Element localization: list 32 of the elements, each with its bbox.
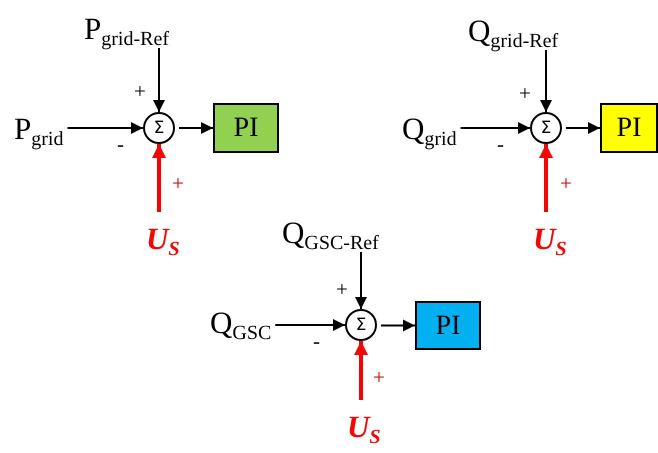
sign-label: + [336,278,348,300]
arrow [381,320,415,332]
signal-label: U$_{S}$ [146,222,180,256]
signal-label: Q$_{GSC-Ref}$ [282,216,379,250]
arrow [354,341,368,400]
summing-junction: Σ [530,112,562,144]
sign-label: + [560,172,572,194]
arrow [566,122,600,134]
signal-label: Q$_{GSC}$ [210,306,272,340]
arrow [460,122,530,134]
sign-label: + [373,366,385,388]
arrow [539,144,553,212]
signal-label: U$_{S}$ [533,222,567,256]
sign-label: + [172,172,184,194]
pi-controller-block: PI [213,103,279,153]
pi-controller-block: PI [415,301,481,350]
arrow [355,252,367,309]
arrow [153,48,165,112]
arrow [179,122,213,134]
sign-label: - [117,133,124,155]
arrow [540,50,552,112]
arrow [152,144,166,212]
signal-label: U$_{S}$ [347,410,381,444]
pi-controller-block: PI [600,103,658,153]
arrow [67,122,143,134]
sign-label: + [134,80,146,102]
sign-label: - [497,133,504,155]
summing-junction: Σ [345,309,377,341]
sign-label: + [519,82,531,104]
arrow [275,319,345,331]
summing-junction: Σ [143,112,175,144]
sign-label: - [313,330,320,352]
